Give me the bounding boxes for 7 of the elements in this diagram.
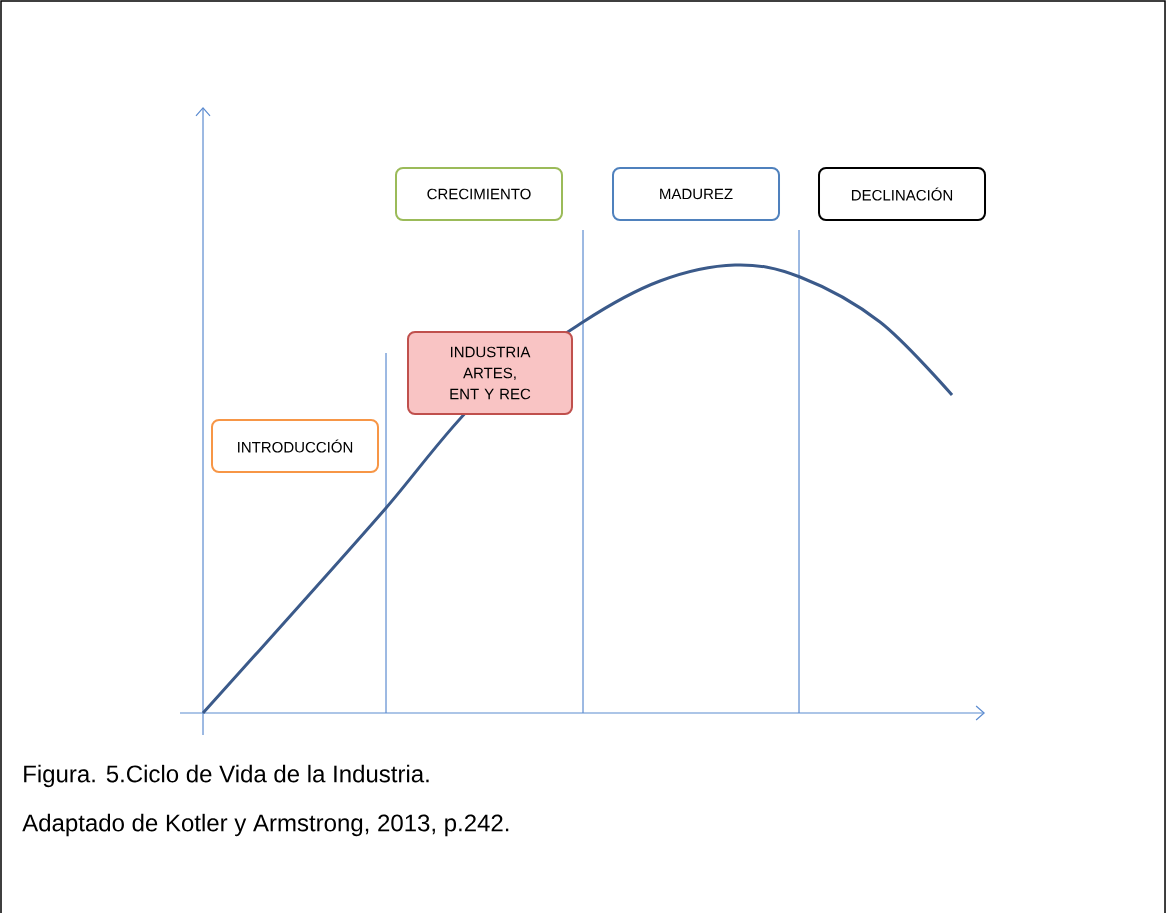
stage-box: DECLINACIÓN [818,167,986,221]
highlight-box: INDUSTRIA ARTES, ENT Y REC [407,331,573,415]
stage-box: MADUREZ [612,167,780,221]
stage-box: INTRODUCCIÓN [211,419,379,473]
stage-box: CRECIMIENTO [395,167,563,221]
source-note: Adaptado de Kotler y Armstrong, 2013, p.242. [22,813,509,837]
figure-caption: Figura. 5.Ciclo de Vida de la Industria. [24,764,429,788]
